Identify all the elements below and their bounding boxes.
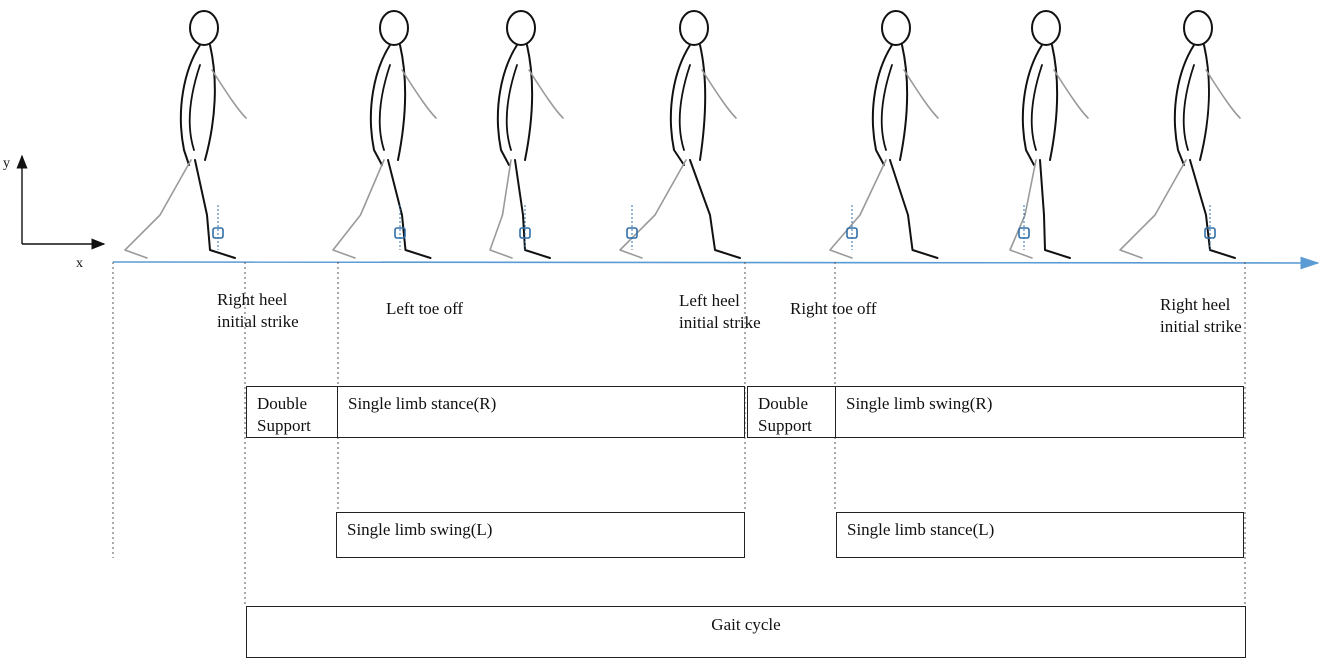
phase-label: Double Support [257, 394, 311, 435]
walking-person-icon [124, 10, 247, 259]
y-axis-label: y [3, 156, 10, 171]
gait-cycle-label: Gait cycle [711, 615, 781, 634]
event-left-toe-off: Left toe off [386, 299, 464, 318]
head [1031, 10, 1061, 46]
head [1183, 10, 1213, 46]
phase-single-limb-swing-r: Single limb swing(R) [835, 386, 1244, 438]
event-right-heel-strike-2: Right heel initial strike [1160, 295, 1242, 336]
event-right-heel-strike: Right heel initial strike [217, 290, 299, 331]
walking-person-icon [619, 10, 741, 259]
x-axis-label: x [76, 256, 83, 271]
phase-label: Single limb swing(L) [347, 520, 493, 539]
event-right-toe-off: Right toe off [790, 299, 877, 318]
phase-single-limb-swing-l: Single limb swing(L) [336, 512, 745, 558]
walking-figures [124, 10, 1241, 259]
phase-single-limb-stance-l: Single limb stance(L) [836, 512, 1244, 558]
phase-double-support-2: Double Support [747, 386, 836, 438]
walking-person-icon [489, 10, 564, 259]
head [379, 10, 409, 46]
phase-label: Single limb swing(R) [846, 394, 993, 413]
walking-person-icon [332, 10, 437, 259]
walking-person-icon [1119, 10, 1241, 259]
walking-person-icon [829, 10, 939, 259]
phase-label: Single limb stance(L) [847, 520, 995, 539]
event-left-heel-strike: Left heel initial strike [679, 291, 761, 332]
phase-label: Double Support [758, 394, 812, 435]
walking-person-icon [1009, 10, 1089, 259]
head [881, 10, 911, 46]
gait-cycle-box: Gait cycle [246, 606, 1246, 658]
phase-double-support-1: Double Support [246, 386, 338, 438]
ground-line [112, 256, 1320, 270]
phase-single-limb-stance-r: Single limb stance(R) [337, 386, 745, 438]
head [189, 10, 219, 46]
head [506, 10, 536, 46]
head [679, 10, 709, 46]
phase-label: Single limb stance(R) [348, 394, 497, 413]
